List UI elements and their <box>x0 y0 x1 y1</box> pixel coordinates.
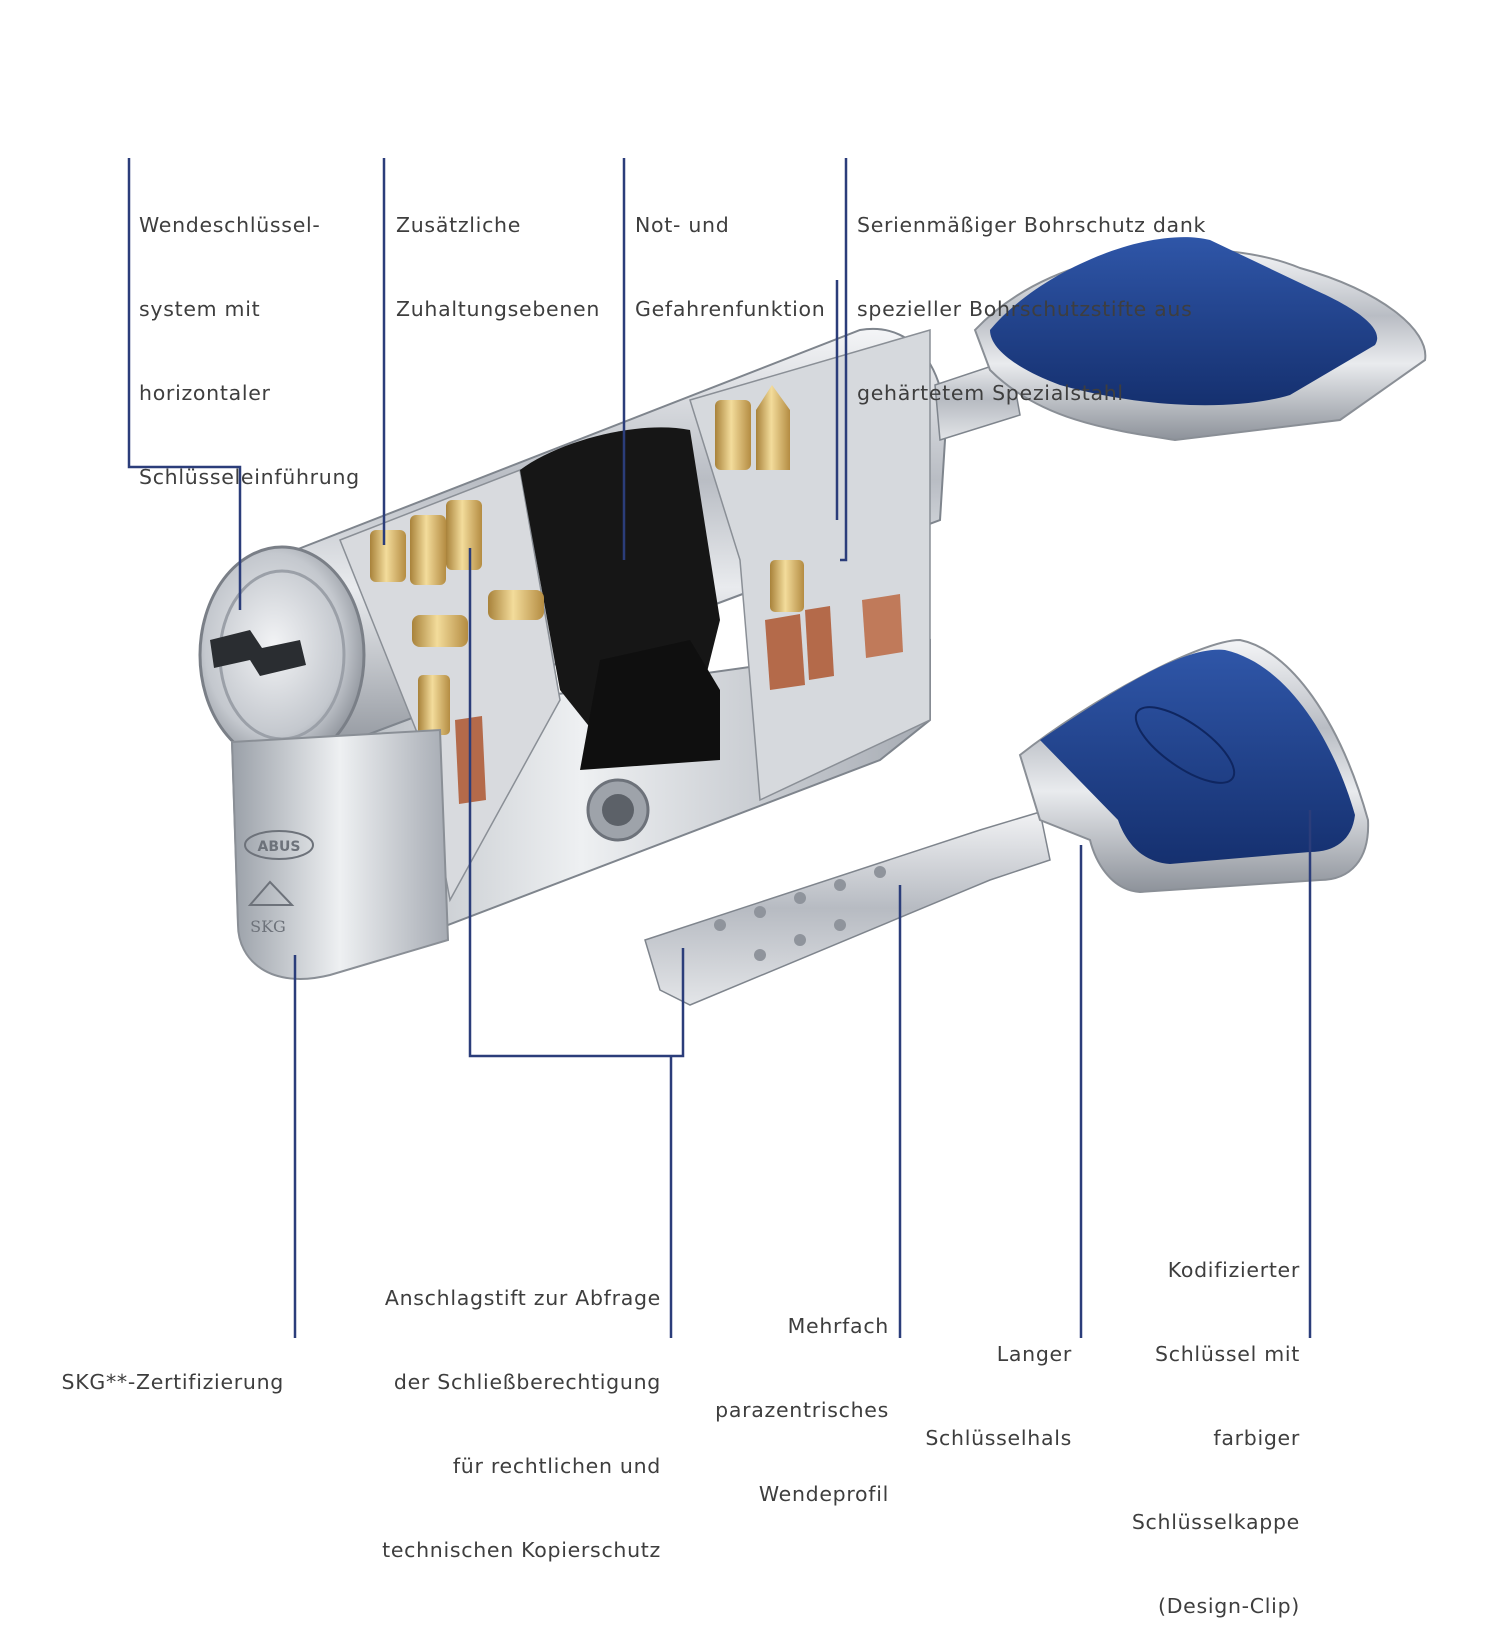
label-drill-protection: Serienmäßiger Bohrschutz dank spezieller… <box>857 213 1207 405</box>
cam-tab <box>580 640 720 770</box>
label-profile: Mehrfach parazentrisches Wendeprofil <box>715 1314 889 1506</box>
inserted-key-cap <box>990 237 1378 406</box>
inserted-key-blade <box>934 359 1021 441</box>
key-cap <box>1040 649 1355 864</box>
key-blade <box>644 811 1051 1006</box>
leader-turnkey-system <box>127 158 242 610</box>
keyway <box>210 630 306 676</box>
leader-lines <box>127 158 1312 1338</box>
brass-pins-right <box>715 385 903 690</box>
cylinder-housing-front <box>230 728 450 980</box>
lock-cylinder-illustration: ABUS SKG <box>127 158 1427 1338</box>
label-turnkey-system: Wendeschlüssel- system mit horizontaler … <box>139 213 360 489</box>
separate-key <box>644 638 1370 1006</box>
inserted-key <box>934 237 1427 442</box>
label-key-neck: Langer Schlüsselhals <box>925 1342 1072 1450</box>
label-stop-pin: Anschlagstift zur Abfrage der Schließber… <box>382 1286 661 1562</box>
leader-stop-pin <box>468 548 685 1058</box>
key-dimples <box>714 866 886 961</box>
label-skg: SKG**-Zertifizierung <box>61 1370 284 1394</box>
leader-drill-protection <box>840 158 848 562</box>
skg-mark: SKG <box>247 880 295 936</box>
svg-text:SKG: SKG <box>250 917 286 936</box>
label-key-cap: Kodifizierter Schlüssel mit farbiger Sch… <box>1131 1258 1300 1618</box>
abus-logo-engraving: ABUS <box>244 830 314 860</box>
label-extra-levels: Zusätzliche Zuhaltungsebenen <box>396 213 601 321</box>
svg-text:ABUS: ABUS <box>258 839 301 855</box>
label-emergency: Not- und Gefahrenfunktion <box>635 213 826 321</box>
